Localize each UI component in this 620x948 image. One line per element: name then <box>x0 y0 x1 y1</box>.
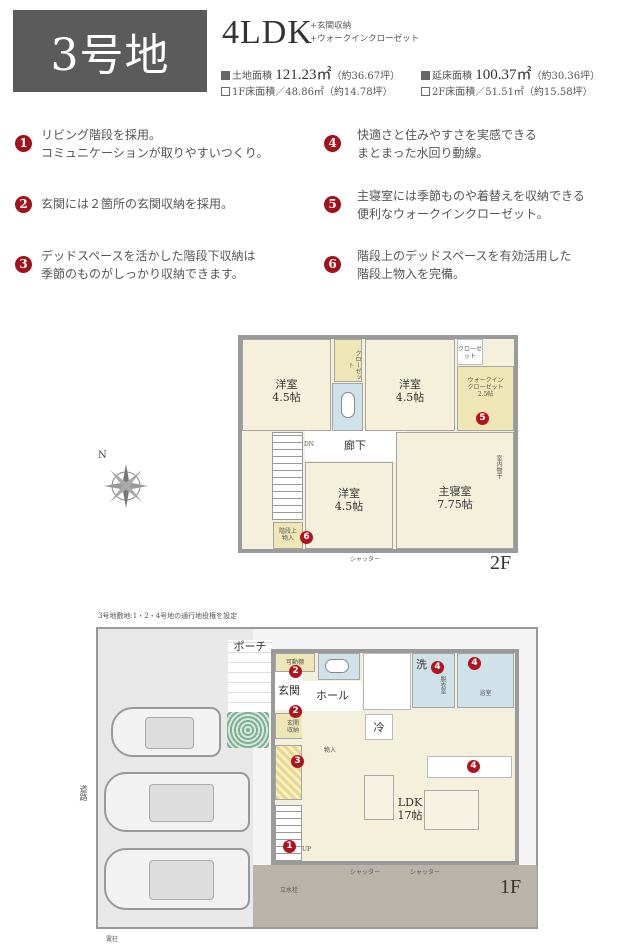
total-floor-area: 延床面積 100.37㎡（約30.36坪） <box>421 63 600 84</box>
planting <box>227 712 269 748</box>
badge-2a: 2 <box>289 665 302 678</box>
feature-5: 主寝室には季節ものや着替えを収納できる便利なウォークインクローゼット。 <box>357 189 585 221</box>
shutter-1f-b: シャッター <box>410 869 441 876</box>
badge-4c: 4 <box>467 760 480 773</box>
hall-1f: ホール <box>303 681 362 711</box>
feature-2: 玄関には２箇所の玄関収納を採用。 <box>41 197 234 211</box>
bathroom: 浴室 <box>457 653 514 708</box>
car-3 <box>104 848 250 910</box>
stair-storage-2f: 階段上物入 <box>273 522 303 549</box>
sofa <box>364 775 394 820</box>
feature-badge-2: 2 <box>15 196 32 213</box>
ldk <box>302 713 514 861</box>
terrace-strip <box>253 865 537 927</box>
badge-5: 5 <box>476 412 489 425</box>
car-1 <box>111 707 221 757</box>
stairs-2f <box>272 432 303 520</box>
note-entrance-storage: +玄関収納 <box>310 21 352 31</box>
feature-badge-6: 6 <box>324 256 341 273</box>
feature-4: 快適さと住みやすさを実感できるまとまった水回り動線。 <box>357 128 537 160</box>
shutter-2f: シャッター <box>350 556 381 563</box>
feature-badge-5: 5 <box>324 196 341 213</box>
badge-4a: 4 <box>431 661 444 674</box>
under-stair-storage <box>275 745 302 800</box>
entrance: 玄関 <box>275 672 303 710</box>
feature-3: デッドスペースを活かした階段下収納は季節のものがしっかり収納できます。 <box>41 249 256 281</box>
dn-label: DN <box>304 441 315 448</box>
layout-type: 4LDK <box>222 14 313 51</box>
indoor-dry-2f: 室内物干 <box>495 455 502 479</box>
compass-icon <box>104 464 148 508</box>
pole-label: 電柱 <box>106 936 119 943</box>
badge-3: 3 <box>291 755 304 768</box>
kitchen-storage <box>363 653 411 710</box>
toilet-2f <box>332 383 363 431</box>
site-note: 3号地敷地:1・2・4号地の通行地役権を設定 <box>98 612 238 620</box>
up-label: UP <box>302 846 312 853</box>
badge-2b: 2 <box>289 705 302 718</box>
road-label: 道路 <box>79 785 88 801</box>
porch: ポーチ <box>228 640 272 712</box>
car-2 <box>104 772 250 832</box>
closet-1: クローゼット <box>334 339 362 382</box>
floor2-label: 2F <box>490 552 512 574</box>
land-area: 土地面積 121.23㎡（約36.67坪） <box>221 63 400 84</box>
feature-badge-3: 3 <box>15 256 32 273</box>
badge-6: 6 <box>300 531 313 544</box>
floor1-area: 1F床面積／48.86㎡（約14.78坪） <box>221 83 393 98</box>
storage-label: 物入 <box>324 747 337 754</box>
feature-badge-4: 4 <box>324 135 341 152</box>
feature-badge-1: 1 <box>15 135 32 152</box>
toilet-1f <box>318 653 360 680</box>
faucet-label: 立水栓 <box>280 887 299 894</box>
floor2-area: 2F床面積／51.51㎡（約15.58坪） <box>421 83 593 98</box>
note-walk-in-closet: +ウォークインクローゼット <box>310 34 420 44</box>
shutter-1f-a: シャッター <box>350 869 381 876</box>
lot-title: 3号地 <box>13 10 207 92</box>
feature-6: 階段上のデッドスペースを有効活用した階段上物入を完備。 <box>357 249 572 281</box>
badge-4b: 4 <box>468 657 481 670</box>
dining-table <box>424 790 479 830</box>
fridge: 冷 <box>365 714 393 740</box>
closet-2: クローゼット <box>457 339 483 365</box>
compass-north: N <box>98 450 107 461</box>
hallway: 廊下 <box>305 431 405 461</box>
floor1-label: 1F <box>500 876 522 898</box>
badge-1: 1 <box>283 840 296 853</box>
feature-1: リビング階段を採用。コミュニケーションが取りやすいつくり。 <box>41 128 269 160</box>
